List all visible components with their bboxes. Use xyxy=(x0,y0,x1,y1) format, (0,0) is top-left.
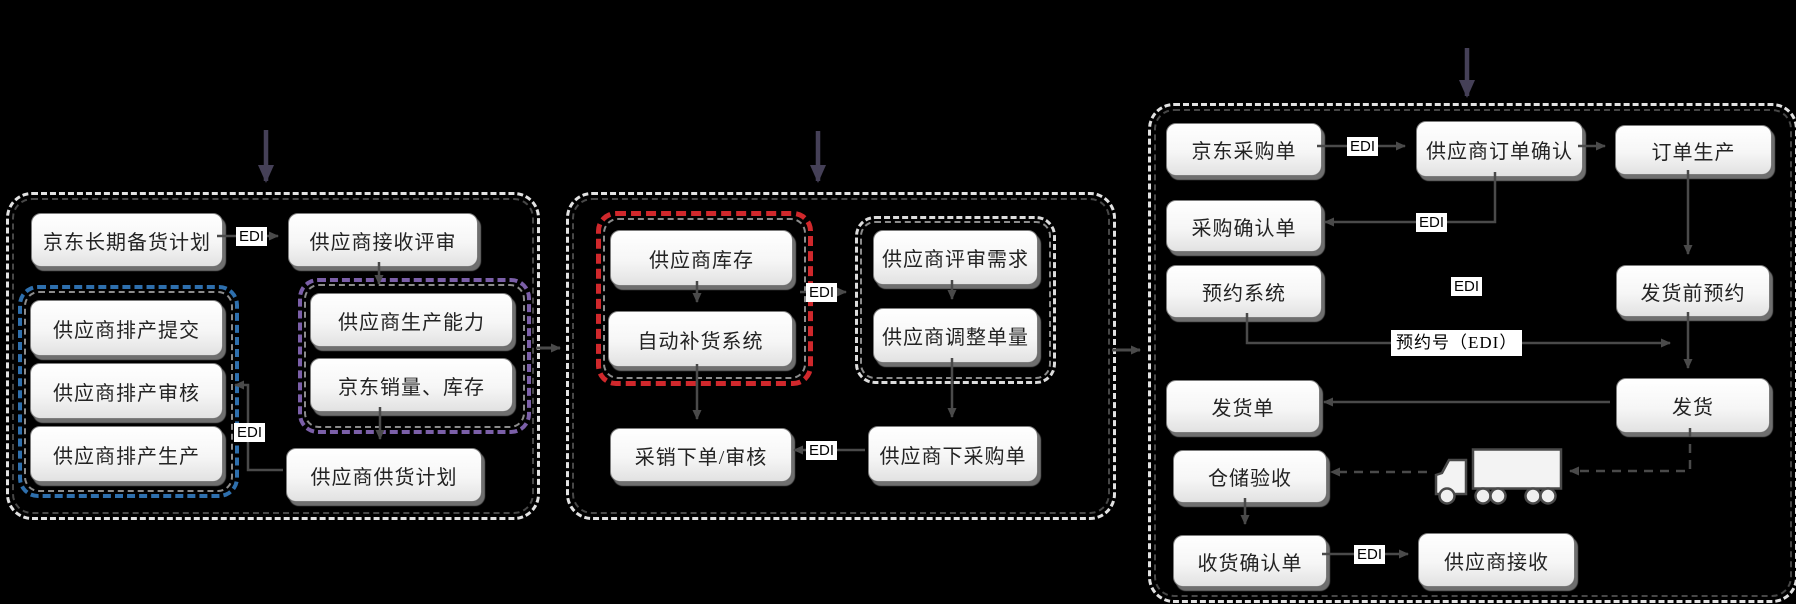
node-supply-plan: 供应商供货计划 xyxy=(286,448,482,502)
node-supplier-receive-review: 供应商接收评审 xyxy=(288,213,478,267)
edi-badge-inventory-review: EDI xyxy=(806,283,838,302)
node-receipt-confirmation: 收货确认单 xyxy=(1173,535,1327,587)
node-review-demand: 供应商评审需求 xyxy=(873,230,1038,285)
node-order-production: 订单生产 xyxy=(1615,125,1772,175)
node-po-confirmation: 采购确认单 xyxy=(1166,200,1322,252)
node-sched-production: 供应商排产生产 xyxy=(30,426,223,482)
edi-badge-orderconfirm-poconfirm: EDI xyxy=(1416,213,1448,232)
node-pre-shipment-booking: 发货前预约 xyxy=(1616,265,1770,317)
node-jd-sales-inventory: 京东销量、库存 xyxy=(310,358,513,412)
node-warehouse-inspection: 仓储验收 xyxy=(1173,450,1327,503)
edi-badge-jdplan-recvreview: EDI xyxy=(236,227,268,246)
node-booking-system: 预约系统 xyxy=(1166,265,1322,318)
node-jd-long-term-plan: 京东长期备货计划 xyxy=(31,213,223,267)
jd-capacity-sales-group xyxy=(298,278,531,434)
middle-section: 供应商库存 自动补货系统 供应商评审需求 供应商调整单量 采销下单/审核 供应商… xyxy=(566,192,1116,520)
node-adjust-order-qty: 供应商调整单量 xyxy=(873,308,1038,363)
booking-no-edi-badge: 预约号（EDI） xyxy=(1391,330,1523,356)
node-ship: 发货 xyxy=(1616,378,1770,433)
node-purchase-order-audit: 采销下单/审核 xyxy=(610,428,792,482)
node-supplier-inventory: 供应商库存 xyxy=(610,230,793,286)
node-sched-audit: 供应商排产审核 xyxy=(30,363,223,419)
truck-icon xyxy=(1433,448,1563,505)
edi-badge-standalone: EDI xyxy=(1451,277,1483,296)
edi-badge-supplyplan-schedaudit: EDI xyxy=(234,423,266,442)
edi-badge-supplierpo-poaudit: EDI xyxy=(806,441,838,460)
node-supplier-po: 供应商下采购单 xyxy=(868,426,1038,482)
supplier-review-group xyxy=(855,216,1056,384)
node-supplier-order-confirm: 供应商订单确认 xyxy=(1416,121,1583,177)
node-supplier-capacity: 供应商生产能力 xyxy=(310,293,513,347)
node-jd-po: 京东采购单 xyxy=(1166,123,1322,176)
edi-badge-jdpo-orderconfirm: EDI xyxy=(1347,137,1379,156)
node-shipment-notice: 发货单 xyxy=(1166,380,1320,433)
node-supplier-receive: 供应商接收 xyxy=(1418,533,1575,587)
left-section: 京东长期备货计划 供应商接收评审 供应商排产提交 供应商排产审核 供应商排产生产… xyxy=(6,192,540,520)
node-sched-submit: 供应商排产提交 xyxy=(30,300,223,356)
edi-badge-receipt-supplierreceive: EDI xyxy=(1354,545,1386,564)
node-auto-replenish: 自动补货系统 xyxy=(608,311,793,367)
